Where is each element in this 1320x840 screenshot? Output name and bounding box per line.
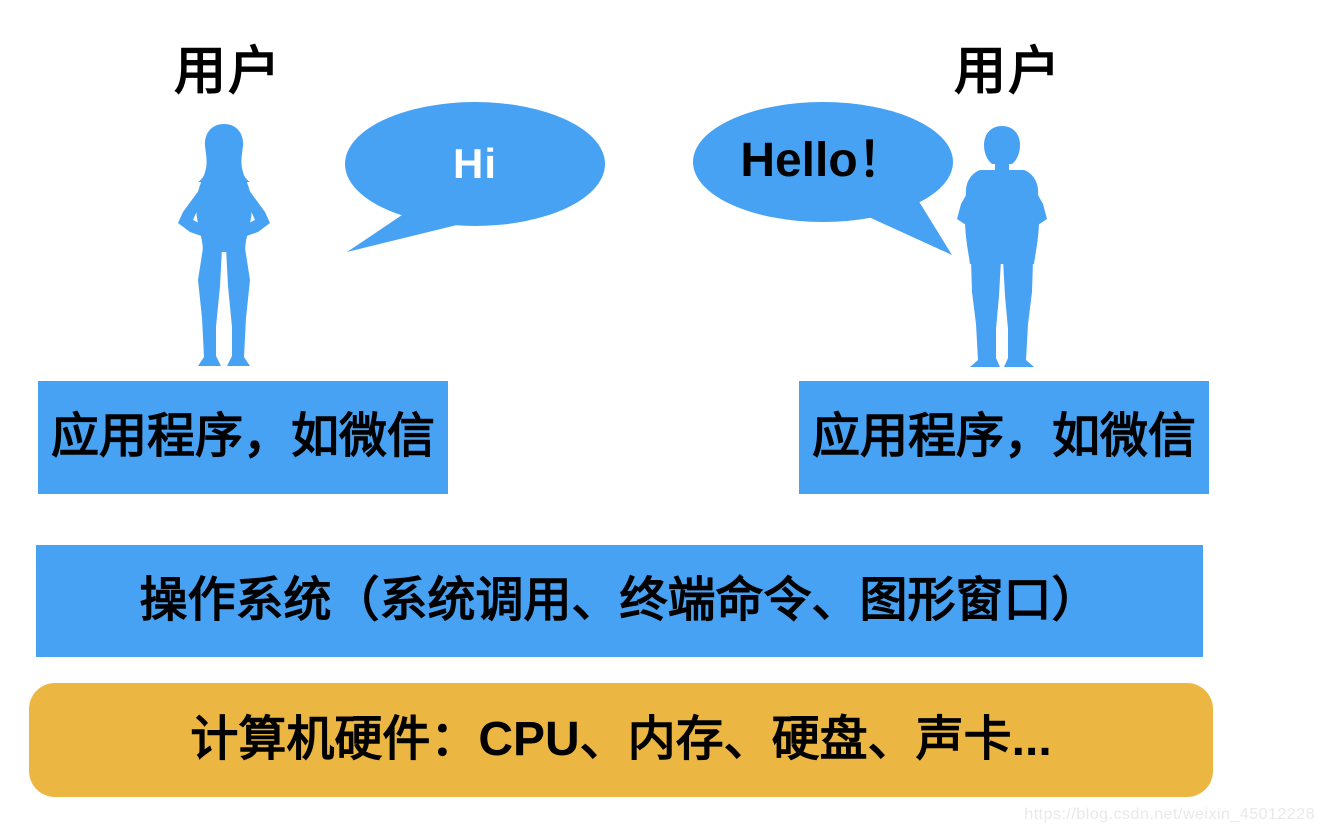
female-user-silhouette-icon: [165, 122, 283, 374]
hardware-layer: 计算机硬件：CPU、内存、硬盘、声卡...: [29, 683, 1213, 797]
app-layer-right: 应用程序，如微信: [799, 381, 1209, 494]
speech-bubble-hi: Hi: [330, 95, 625, 260]
male-user-silhouette-icon: [952, 124, 1057, 371]
app-layer-left: 应用程序，如微信: [38, 381, 448, 494]
user-label-right: 用户: [954, 43, 1063, 101]
watermark-url: https://blog.csdn.net/weixin_45012228: [1024, 806, 1315, 823]
user-label-left: 用户: [174, 43, 283, 101]
hello-text: Hello！: [740, 134, 906, 187]
hi-text: Hi: [453, 140, 497, 187]
speech-bubble-hello: Hello！: [690, 95, 965, 263]
os-layer: 操作系统（系统调用、终端命令、图形窗口）: [36, 545, 1203, 657]
